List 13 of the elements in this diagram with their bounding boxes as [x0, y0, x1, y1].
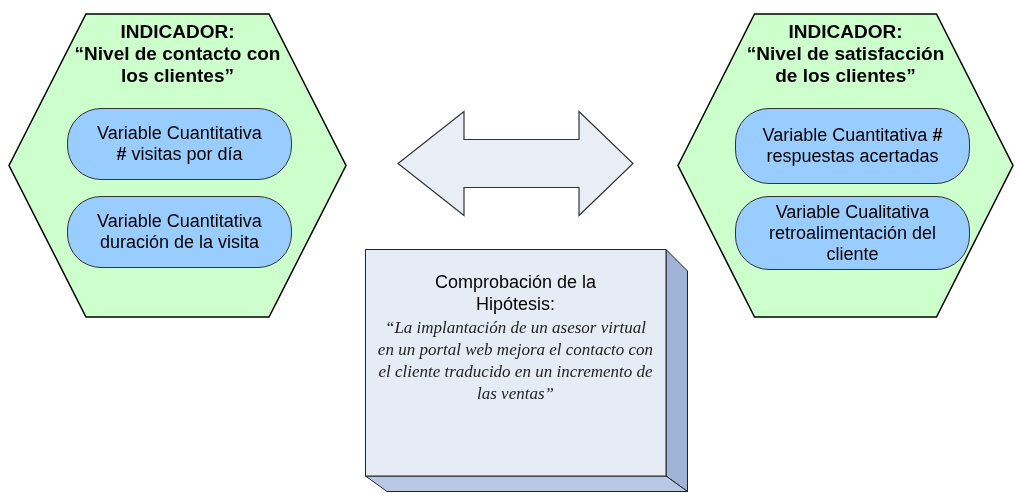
indicator-title: “Nivel de contacto con los clientes” — [73, 43, 282, 87]
hexagon-shape — [677, 13, 1014, 318]
indicator-title: “Nivel de satisfacción de los clientes” — [745, 43, 946, 87]
double-arrow — [397, 110, 634, 217]
hexagon-shape — [8, 13, 347, 318]
indicator-heading: INDICADOR: — [787, 21, 904, 43]
hypothesis-heading: Comprobación de la Hipótesis: — [433, 271, 598, 315]
variable-pill: Variable Cuantitativa # visitas por día — [67, 108, 292, 180]
variable-pill: Variable Cualitativa retroalimentación del cliente — [735, 196, 970, 270]
variable-pill: Variable Cuantitativa duración de la visita — [67, 196, 292, 268]
variable-pill: Variable Cuantitativa # respuestas acertadas — [735, 108, 970, 184]
indicator-heading: INDICADOR: — [119, 21, 236, 43]
hypothesis-quote: “La implantación de un asesor virtual en un portal web mejora el contacto con el cliente traducido en un incremento de las ventas” — [377, 317, 654, 405]
